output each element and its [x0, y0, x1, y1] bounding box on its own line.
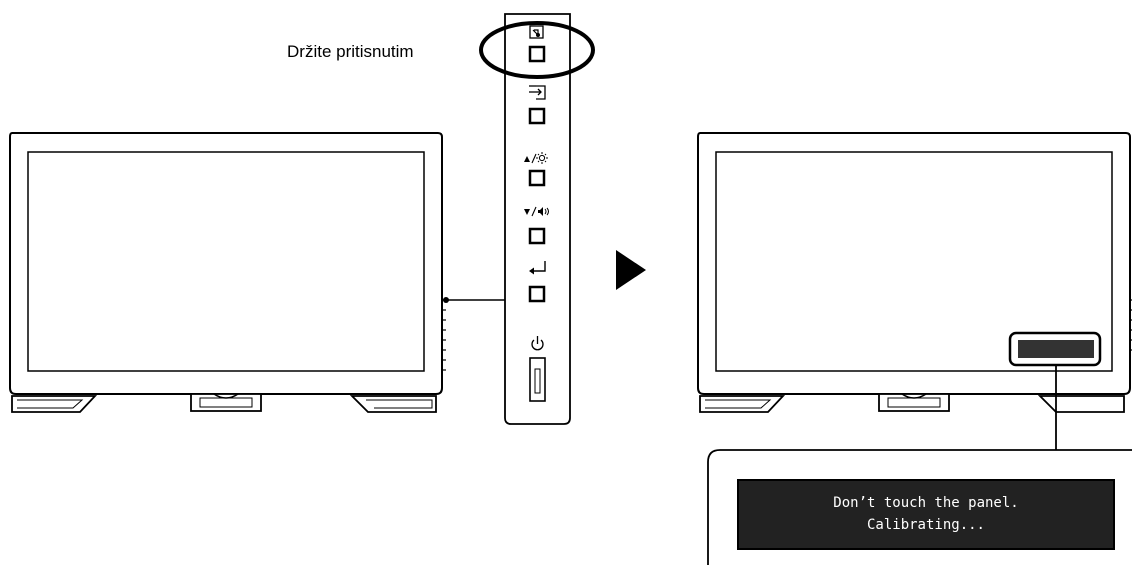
monitor-left-foot-right [349, 395, 437, 413]
down-volume-icon [524, 206, 549, 217]
down-volume-button[interactable] [524, 206, 549, 245]
control-panel [479, 13, 595, 425]
screen-message: Don’t touch the panel. Calibrating... [737, 479, 1115, 550]
screen-message-line2: Calibrating... [866, 517, 985, 533]
highlight-ellipse [479, 21, 595, 79]
screen-message-line1: Don’t touch the panel. [833, 495, 1019, 511]
monitor-right-foot-right [1037, 395, 1125, 413]
input-button[interactable] [528, 85, 546, 125]
control-panel-leader [443, 297, 505, 303]
up-brightness-icon [524, 152, 548, 164]
screen-message-mini [1018, 340, 1094, 358]
power-icon [531, 336, 544, 351]
up-brightness-button[interactable] [524, 152, 548, 187]
power-button[interactable] [529, 336, 546, 402]
monitor-left [9, 132, 446, 413]
hold-instruction-label: Držite pritisnutim [287, 42, 414, 61]
input-switch-icon [529, 85, 546, 100]
right-triangle-arrow-icon [616, 250, 646, 290]
calibration-touch-icon [529, 25, 544, 39]
monitor-right [697, 132, 1132, 413]
calibration-button[interactable] [528, 25, 546, 63]
enter-button[interactable] [528, 261, 546, 303]
monitor-right-foot-left [699, 395, 786, 413]
monitor-left-foot-left [11, 395, 98, 413]
enter-icon [529, 261, 546, 275]
monitor-left-screen [27, 151, 425, 372]
